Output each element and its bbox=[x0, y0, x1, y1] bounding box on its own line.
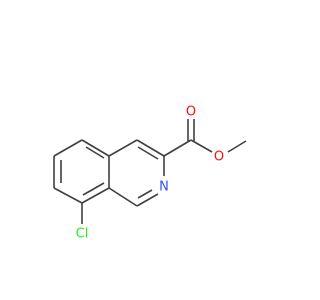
bond-c11-c7 bbox=[108, 187, 138, 207]
bond-inner-n-c11 bbox=[137, 189, 153, 199]
atom-label-o-carbonyl: O bbox=[186, 105, 196, 120]
bond-ccarbonyl-oester bbox=[190, 139, 213, 153]
bond-inner-c3-c8 bbox=[85, 146, 105, 159]
bond-n-c11 bbox=[136, 193, 159, 207]
bond-c9-c10 bbox=[136, 139, 165, 157]
bond-c8-c9 bbox=[108, 139, 138, 157]
bond-c7-c6 bbox=[81, 187, 110, 204]
bond-oester-methyl bbox=[227, 140, 247, 153]
atom-label-cl: Cl bbox=[76, 227, 89, 242]
molecule-structure: O O N Cl bbox=[53, 105, 247, 242]
bond-inner-c7-c6 bbox=[82, 182, 105, 196]
atom-label-o-ester: O bbox=[214, 150, 224, 165]
bond-c10-ccarbonyl bbox=[163, 139, 192, 157]
atom-label-n: N bbox=[159, 180, 169, 195]
molecule-canvas: O O N Cl bbox=[53, 105, 247, 242]
bond-c6-c5 bbox=[53, 187, 83, 204]
bond-c4-c3 bbox=[53, 139, 83, 157]
bond-inner-c9-c10 bbox=[137, 146, 159, 160]
bond-c3-c8 bbox=[81, 139, 110, 157]
